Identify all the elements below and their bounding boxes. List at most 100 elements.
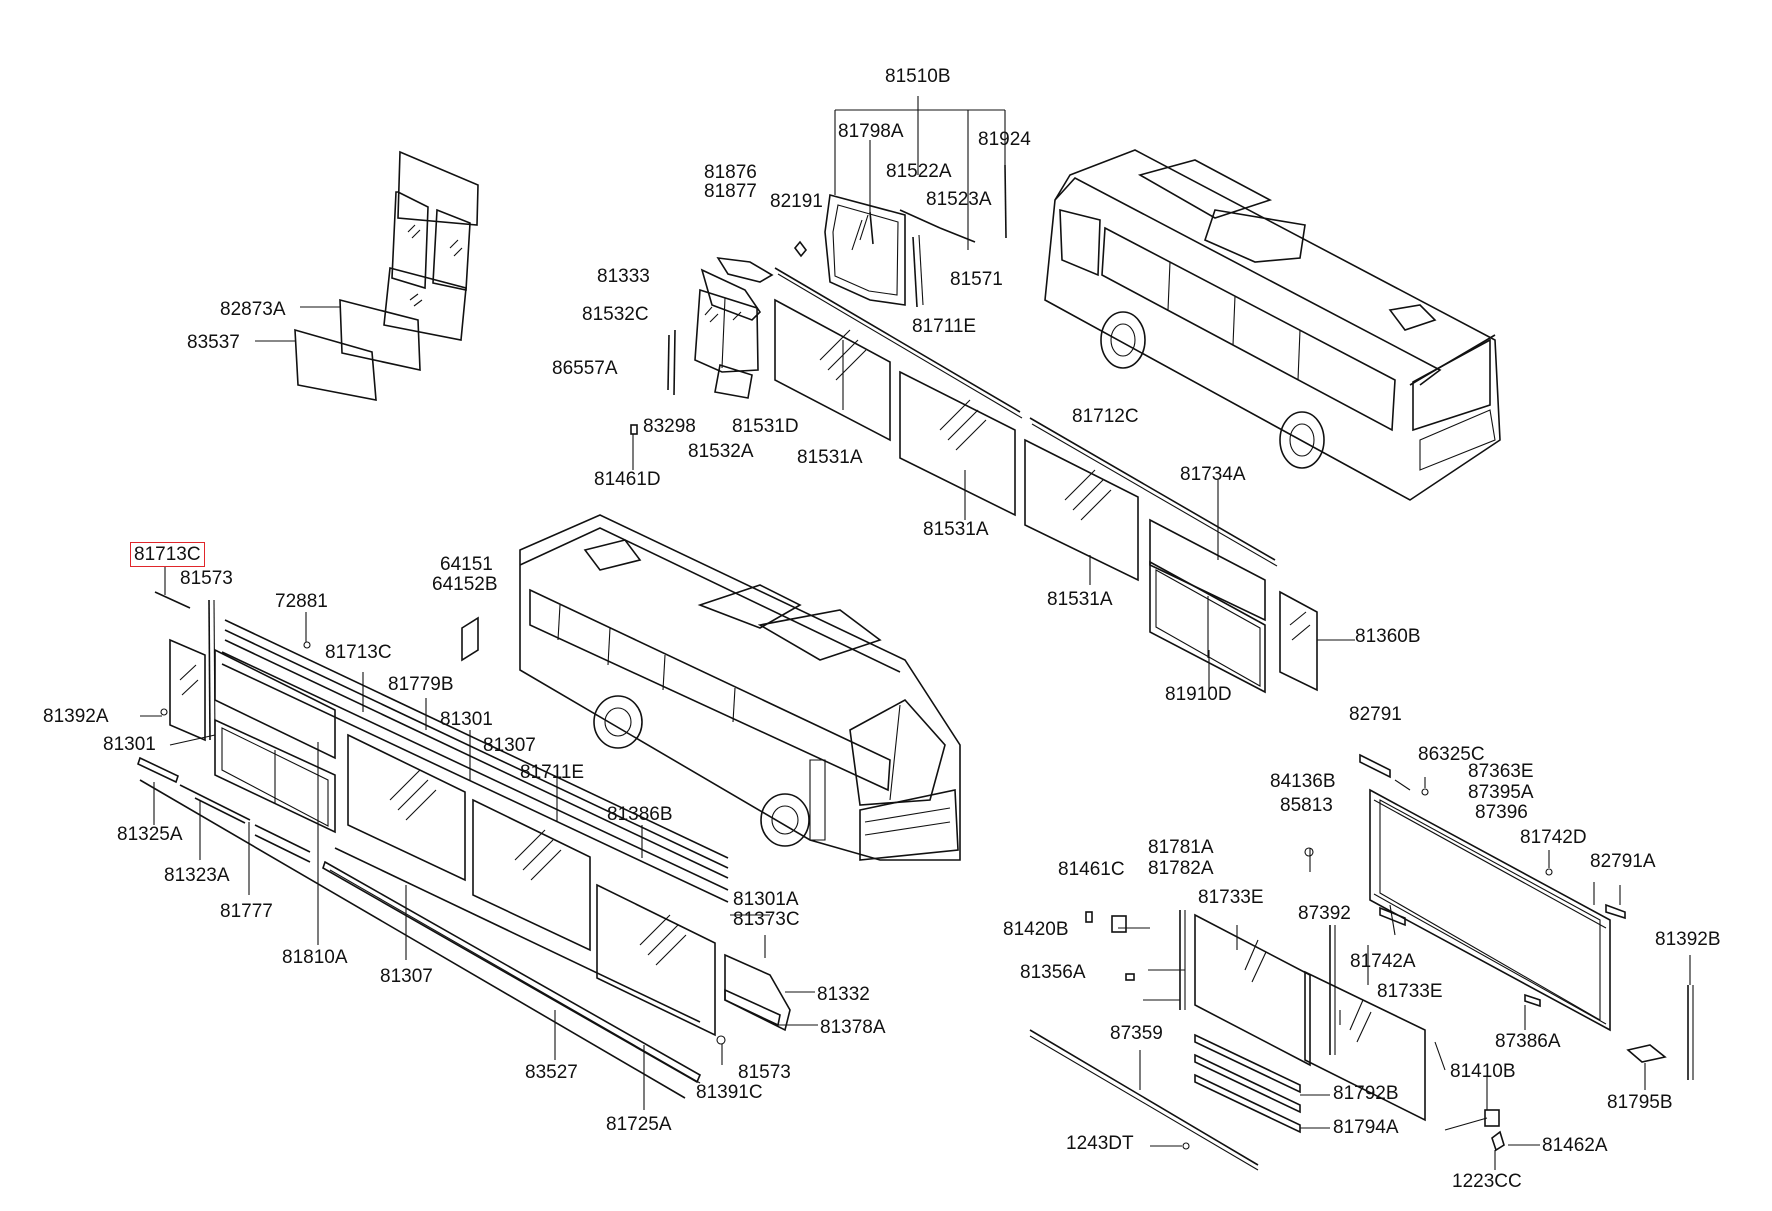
label-81573-top: 81573 <box>180 568 233 589</box>
label-81725a: 81725A <box>606 1114 672 1135</box>
label-82791a: 82791A <box>1590 851 1656 872</box>
label-81307-bot: 81307 <box>380 966 433 987</box>
label-81356a: 81356A <box>1020 962 1086 983</box>
label-87359: 87359 <box>1110 1023 1163 1044</box>
label-81333: 81333 <box>597 266 650 287</box>
label-81713c-highlighted: 81713C <box>130 542 205 567</box>
label-81391c: 81391C <box>696 1082 763 1103</box>
label-64152b: 64152B <box>432 574 498 595</box>
label-81462a: 81462A <box>1542 1135 1608 1156</box>
label-81531a-1: 81531A <box>797 447 863 468</box>
label-72881: 72881 <box>275 591 328 612</box>
window-81910d <box>1149 560 1266 694</box>
label-81781a: 81781A <box>1148 837 1214 858</box>
strip-81712c <box>1029 417 1276 561</box>
label-81734a: 81734A <box>1180 464 1246 485</box>
label-86325c: 86325C <box>1418 744 1485 765</box>
label-81532a: 81532A <box>688 441 754 462</box>
bus-rear-view <box>1044 149 1501 501</box>
label-81531d: 81531D <box>732 416 799 437</box>
label-81795b: 81795B <box>1607 1092 1673 1113</box>
label-83537: 83537 <box>187 332 240 353</box>
label-81531a-2: 81531A <box>923 519 989 540</box>
label-81810a: 81810A <box>282 947 348 968</box>
glass-83537 <box>294 328 377 401</box>
label-81876: 81876 <box>704 162 757 183</box>
label-81713c-mid: 81713C <box>325 642 392 663</box>
label-81571: 81571 <box>950 269 1003 290</box>
label-81531a-3: 81531A <box>1047 589 1113 610</box>
label-81523a: 81523A <box>926 189 992 210</box>
strip-81725a <box>322 860 702 1084</box>
strip-86557a <box>667 334 670 391</box>
window-81301 <box>214 718 336 834</box>
label-81711e-mid: 81711E <box>520 762 585 783</box>
label-81782a: 81782A <box>1148 858 1214 879</box>
label-82873a: 82873A <box>220 299 286 320</box>
label-81777: 81777 <box>220 901 273 922</box>
strip-81711e <box>774 267 1021 413</box>
label-81877: 81877 <box>704 181 757 202</box>
label-83298: 83298 <box>643 416 696 437</box>
label-81323a: 81323A <box>164 865 230 886</box>
glass-81733e <box>1194 913 1311 1067</box>
label-64151: 64151 <box>440 554 493 575</box>
label-86557a: 86557A <box>552 358 618 379</box>
label-81733e-2: 81733E <box>1377 981 1443 1002</box>
label-81522a: 81522A <box>886 161 952 182</box>
label-81742a: 81742A <box>1350 951 1416 972</box>
label-82191: 82191 <box>770 191 823 212</box>
label-84136b: 84136B <box>1270 771 1336 792</box>
window-81531a-1 <box>774 298 891 442</box>
label-81510b: 81510B <box>885 66 951 87</box>
label-82791: 82791 <box>1349 704 1402 725</box>
rear-windshield-group <box>255 150 479 401</box>
label-87396: 87396 <box>1475 802 1528 823</box>
rear-glass-left <box>391 191 429 290</box>
label-81461d: 81461D <box>594 469 661 490</box>
trim-81573 <box>208 599 211 741</box>
label-81742d: 81742D <box>1520 827 1587 848</box>
label-81910d: 81910D <box>1165 684 1232 705</box>
label-1243dt: 1243DT <box>1066 1133 1134 1154</box>
window-81531a-2 <box>899 370 1016 517</box>
windshield-81510b <box>824 193 906 306</box>
label-81573-bot: 81573 <box>738 1062 791 1083</box>
label-81392b: 81392B <box>1655 929 1721 950</box>
window-81532c <box>694 288 759 373</box>
glass-82873a <box>339 298 421 372</box>
label-87392: 87392 <box>1298 903 1351 924</box>
label-1223cc: 1223CC <box>1452 1171 1522 1192</box>
label-81532c: 81532C <box>582 304 649 325</box>
label-81794a: 81794A <box>1333 1117 1399 1138</box>
label-81798a: 81798A <box>838 121 904 142</box>
label-81711e-top: 81711E <box>912 316 977 337</box>
label-81301-mid: 81301 <box>440 709 493 730</box>
label-81461c: 81461C <box>1058 859 1125 880</box>
label-81332: 81332 <box>817 984 870 1005</box>
label-87386a: 87386A <box>1495 1031 1561 1052</box>
label-87395a: 87395A <box>1468 782 1534 803</box>
label-81386b: 81386B <box>607 804 673 825</box>
label-87363e: 87363E <box>1468 761 1534 782</box>
label-81307-top: 81307 <box>483 735 536 756</box>
label-83527: 83527 <box>525 1062 578 1083</box>
label-81301a: 81301A <box>733 889 799 910</box>
trim-81571 <box>912 236 918 308</box>
frame-87363e <box>1369 788 1611 1032</box>
window-81360b <box>1279 590 1318 692</box>
bus-front-view <box>519 514 961 861</box>
label-81392a: 81392A <box>43 706 109 727</box>
label-81733e-1: 81733E <box>1198 887 1264 908</box>
label-81325a: 81325A <box>117 824 183 845</box>
label-81779b: 81779B <box>388 674 454 695</box>
label-81360b: 81360B <box>1355 626 1421 647</box>
windshield-group <box>630 96 1355 694</box>
label-81792b: 81792B <box>1333 1083 1399 1104</box>
label-81712c: 81712C <box>1072 406 1139 427</box>
window-81531a-3 <box>1024 438 1139 582</box>
label-81420b: 81420B <box>1003 919 1069 940</box>
label-81373c: 81373C <box>733 909 800 930</box>
